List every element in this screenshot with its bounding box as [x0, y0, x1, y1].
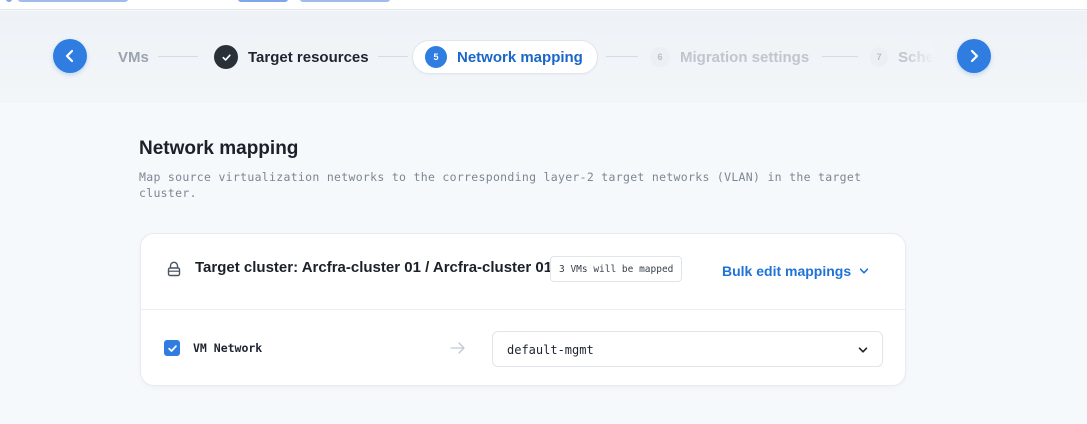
target-network-select[interactable]: default-mgmt — [492, 331, 883, 367]
target-cluster-label: Target cluster: Arcfra-cluster 01 / Arcf… — [195, 259, 553, 276]
stepper-prev-button[interactable] — [53, 39, 87, 73]
target-network-value: default-mgmt — [507, 343, 594, 357]
step-vms[interactable]: VMs — [118, 40, 149, 74]
step-label: Sche — [898, 48, 934, 66]
step-network-mapping[interactable]: 5 Network mapping — [412, 40, 598, 74]
chevron-left-icon — [65, 49, 74, 63]
source-network-name: VM Network — [193, 341, 263, 355]
check-icon — [167, 344, 177, 352]
lock-icon — [167, 261, 181, 277]
step-connector — [822, 56, 858, 57]
bulk-edit-label: Bulk edit mappings — [722, 263, 852, 279]
wizard-stepper: VMs Target resources 5 Network mapping 6… — [0, 11, 1087, 103]
step-label: Network mapping — [457, 48, 583, 66]
vm-count-badge: 3 VMs will be mapped — [550, 256, 683, 282]
stepper-next-button[interactable] — [957, 39, 991, 73]
bulk-edit-mappings-button[interactable]: Bulk edit mappings — [722, 263, 869, 279]
step-label: Migration settings — [680, 48, 810, 66]
step-connector — [606, 56, 638, 57]
step-number: 5 — [425, 46, 447, 68]
step-schedule[interactable]: 7 Sche — [870, 40, 934, 74]
arrow-right-icon — [450, 342, 465, 354]
step-label: Target resources — [248, 48, 369, 66]
mapping-row: VM Network default-mgmt — [141, 311, 905, 387]
chevron-right-icon — [970, 49, 979, 63]
chevron-down-icon — [859, 268, 869, 274]
network-checkbox[interactable] — [164, 340, 180, 356]
page-title: Network mapping — [139, 138, 299, 159]
network-mapping-card: Target cluster: Arcfra-cluster 01 / Arcf… — [140, 233, 906, 386]
step-number: 6 — [650, 47, 670, 67]
step-migration-settings[interactable]: 6 Migration settings — [650, 40, 809, 74]
step-number: 7 — [870, 47, 889, 67]
card-header: Target cluster: Arcfra-cluster 01 / Arcf… — [141, 234, 905, 310]
page-description: Map source virtualization networks to th… — [139, 170, 862, 200]
step-connector — [158, 56, 198, 57]
check-icon — [214, 45, 238, 69]
top-strip — [0, 0, 1087, 10]
chevron-down-icon — [858, 347, 868, 353]
step-connector — [378, 56, 408, 57]
step-label: VMs — [118, 48, 149, 66]
step-target-resources[interactable]: Target resources — [214, 40, 369, 74]
